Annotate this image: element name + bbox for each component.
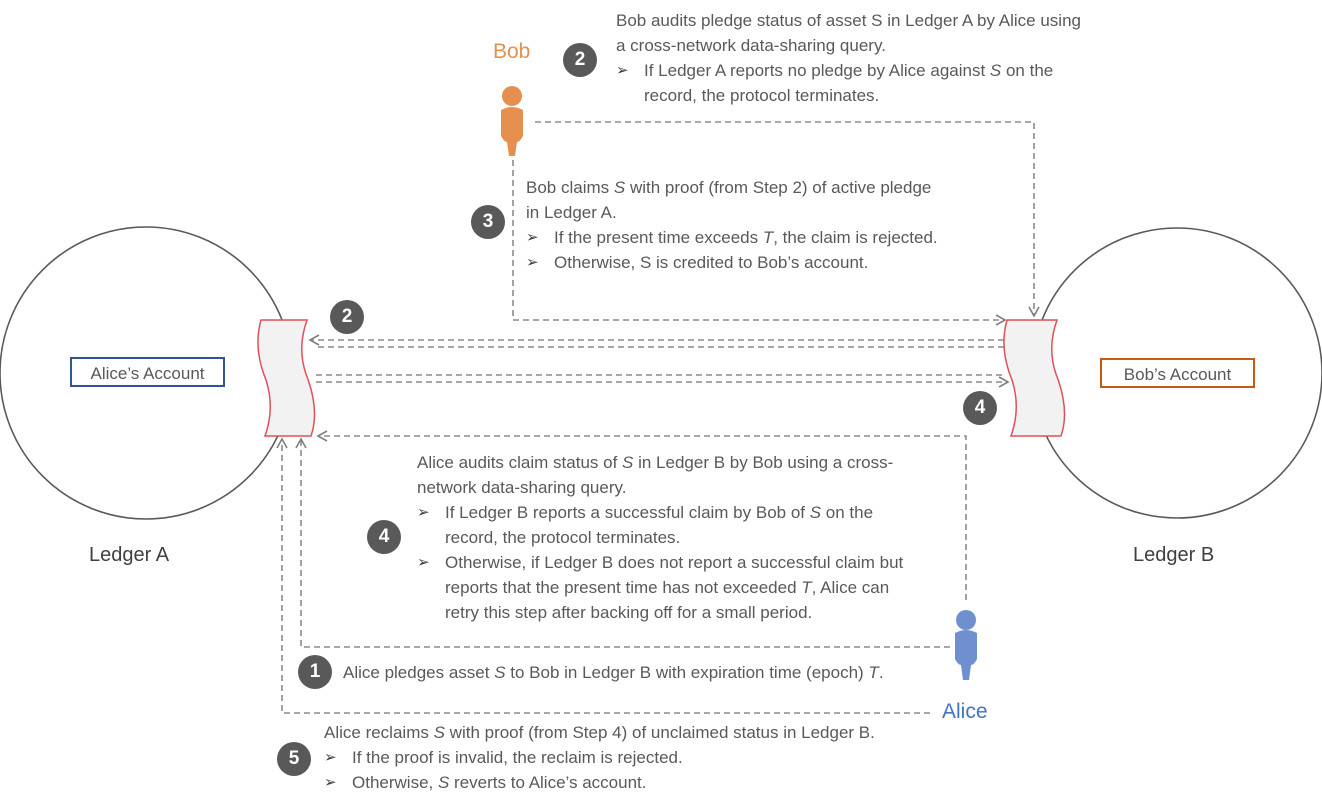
step-2-badge-middle: 2	[330, 300, 364, 334]
bob-name: Bob	[493, 40, 531, 63]
step-1-badge: 1	[298, 655, 332, 689]
step-4-text: Alice audits claim status of S in Ledger…	[417, 450, 903, 625]
step-2-text: Bob audits pledge status of asset S in L…	[616, 8, 1081, 108]
step-2-bullet-1-cont: record, the protocol terminates.	[644, 86, 880, 105]
step-3-bullet-1: If the present time exceeds T, the claim…	[526, 225, 938, 250]
alice-name: Alice	[942, 700, 988, 723]
flow-alice-audit	[316, 430, 967, 600]
ledger-a-label: Ledger A	[89, 544, 170, 566]
step-4-bullet-2: Otherwise, if Ledger B does not report a…	[417, 550, 903, 575]
step-5-line-1: Alice reclaims S with proof (from Step 4…	[324, 723, 875, 742]
step-4-bullet-2-cont: reports that the present time has not ex…	[445, 578, 890, 597]
step-2-bullet-1: If Ledger A reports no pledge by Alice a…	[616, 58, 1081, 83]
step-4-line-2: network data-sharing query.	[417, 478, 627, 497]
ledger-a-interface	[257, 319, 316, 437]
alice-person-icon	[955, 610, 977, 680]
step-4-bullet-1: If Ledger B reports a successful claim b…	[417, 500, 903, 525]
bobs-account-box: Bob’s Account	[1100, 358, 1255, 388]
step-3-badge: 3	[471, 205, 505, 239]
step-4-badge-middle: 4	[963, 391, 997, 425]
bob-person-icon	[501, 86, 523, 156]
step-2-line-2: a cross-network data-sharing query.	[616, 36, 886, 55]
step-4-bullet-1-cont: record, the protocol terminates.	[445, 528, 681, 547]
ledger-b-interface	[1003, 319, 1066, 437]
step-4-bullet-2-cont-2: retry this step after backing off for a …	[445, 603, 813, 622]
step-4-line-1: Alice audits claim status of S in Ledger…	[417, 453, 894, 472]
step-1-text: Alice pledges asset S to Bob in Ledger B…	[343, 663, 884, 682]
step-2-badge-bob: 2	[563, 43, 597, 77]
step-3-bullet-2: Otherwise, S is credited to Bob’s accoun…	[526, 250, 938, 275]
ledger-b-label: Ledger B	[1133, 544, 1215, 566]
step-3-line-2: in Ledger A.	[526, 203, 617, 222]
step-5-bullet-2: Otherwise, S reverts to Alice’s account.	[324, 770, 875, 795]
step-3-text: Bob claims S with proof (from Step 2) of…	[526, 175, 938, 275]
step-3-line-1: Bob claims S with proof (from Step 2) of…	[526, 178, 932, 197]
step-5-bullet-1: If the proof is invalid, the reclaim is …	[324, 745, 875, 770]
step-4-badge-alice: 4	[367, 520, 401, 554]
flow-bob-claim	[512, 160, 1007, 326]
step-2-line-1: Bob audits pledge status of asset S in L…	[616, 11, 1081, 30]
flow-alice-reclaim	[276, 437, 930, 714]
step-5-badge: 5	[277, 742, 311, 776]
step-5-text: Alice reclaims S with proof (from Step 4…	[324, 720, 875, 795]
alices-account-box: Alice’s Account	[70, 357, 225, 387]
